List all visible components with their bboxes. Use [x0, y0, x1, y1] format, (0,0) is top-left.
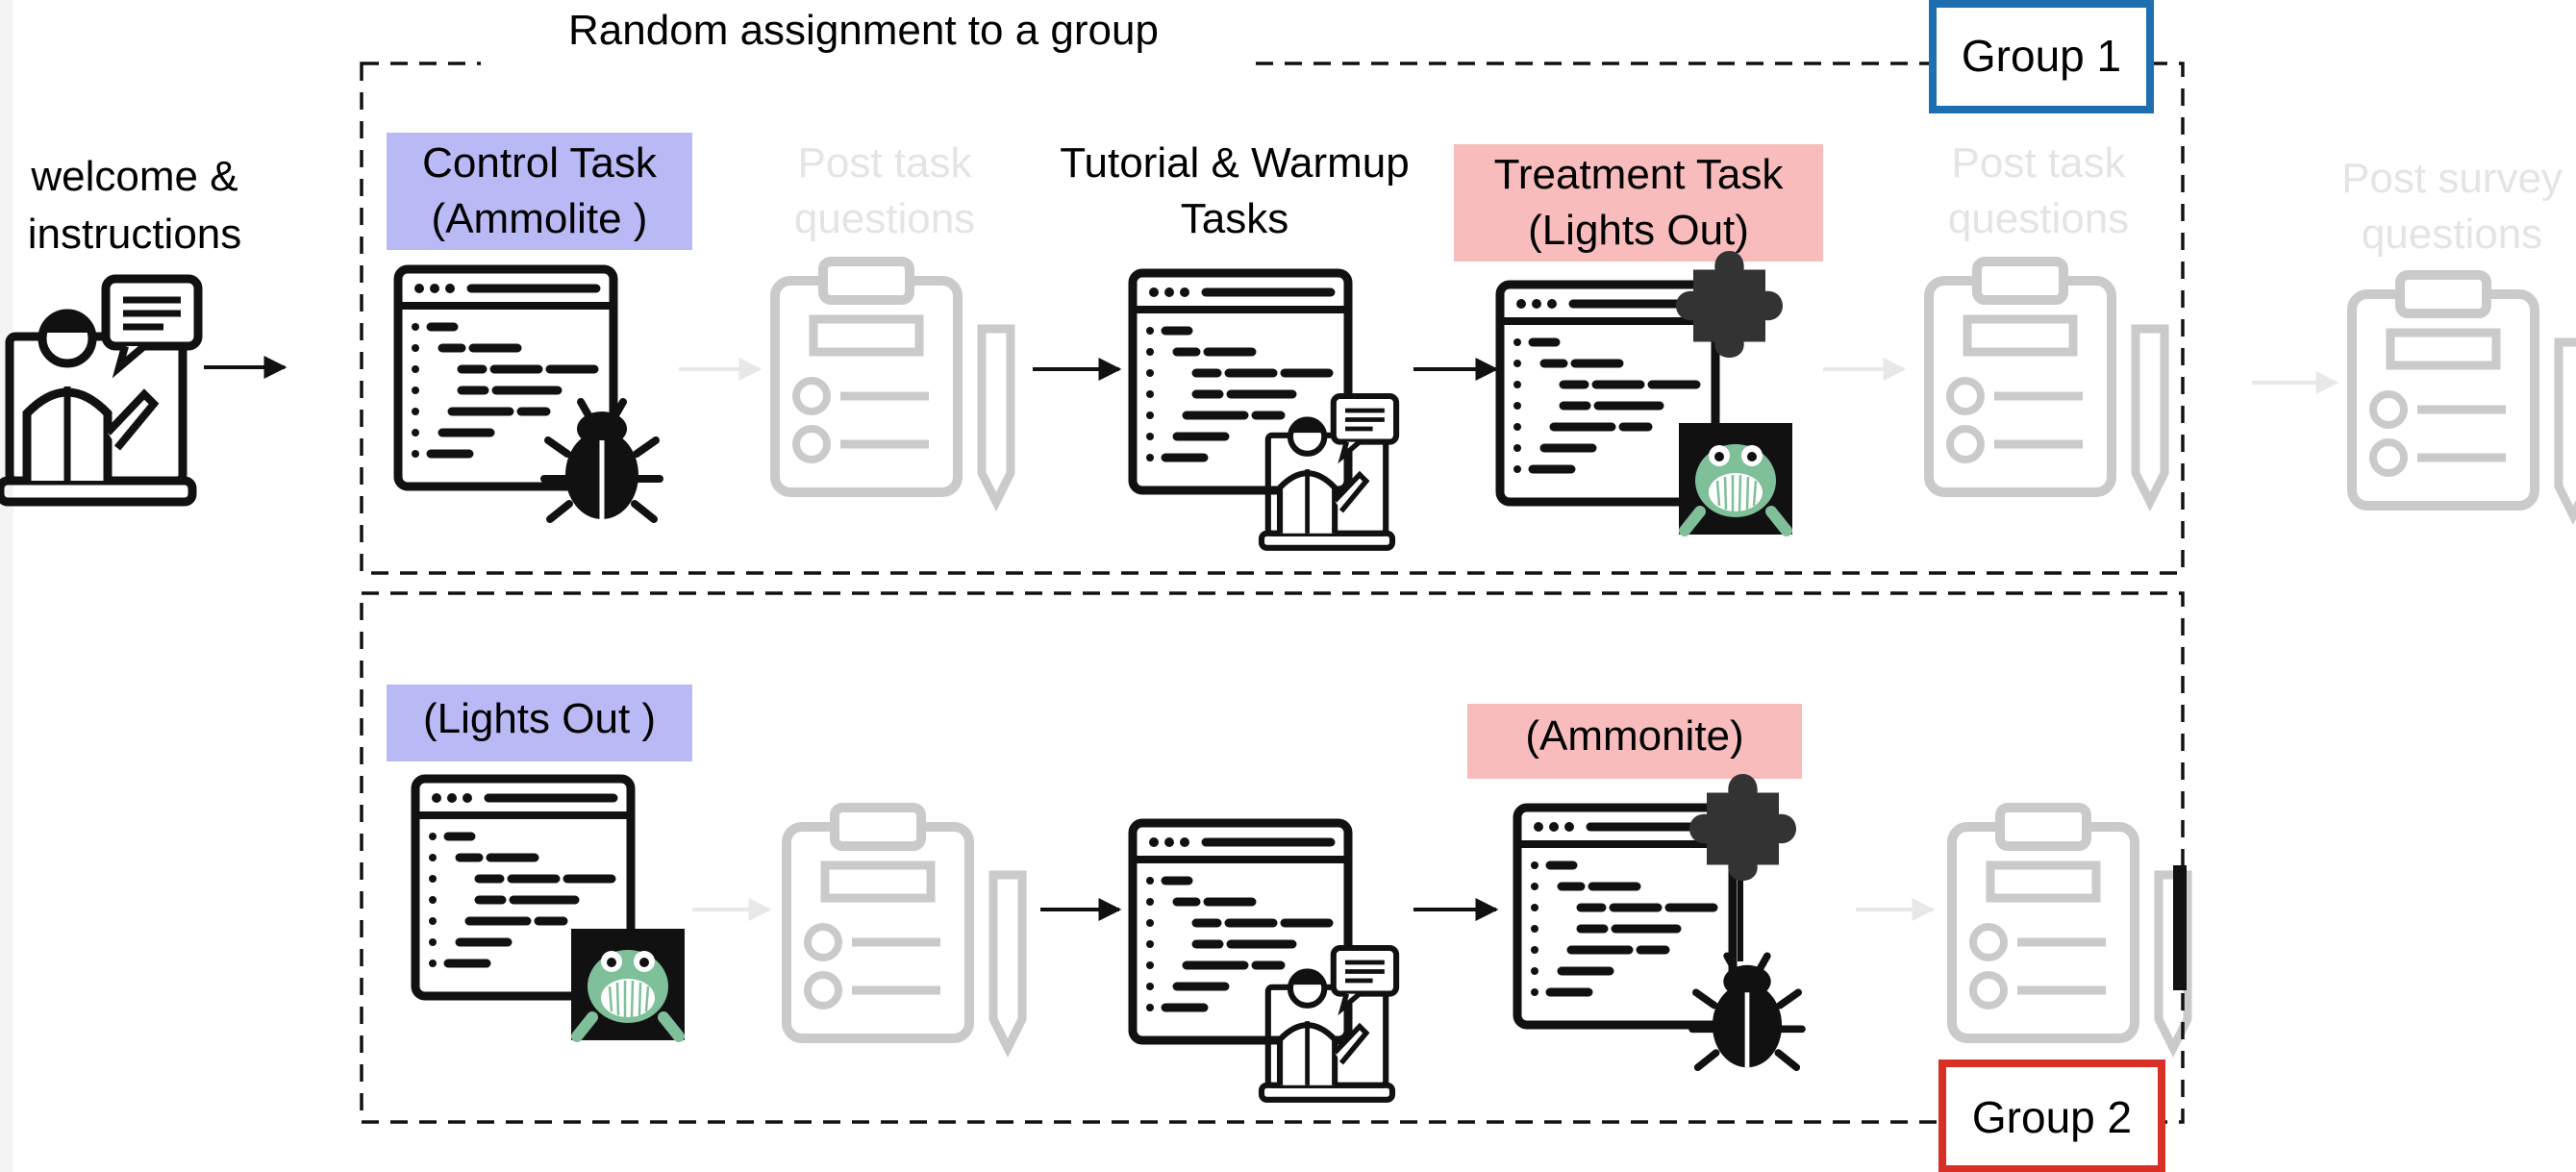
- g1-post-task-faded: Post task questions: [679, 139, 1011, 502]
- intro-label-line2: instructions: [28, 211, 242, 258]
- group1-dashed-box: [360, 62, 2185, 575]
- g1-treatment-label-line2: (Lights Out): [1528, 207, 1749, 254]
- clipboard-icon: [787, 808, 1022, 1048]
- g1-post-task-1-line2: questions: [794, 195, 975, 242]
- control-highlight: [387, 133, 692, 250]
- g2-post-task-2-faded: [1856, 808, 2188, 1048]
- g1-post-task-2-line1: Post task: [1952, 139, 2127, 187]
- clipboard-icon: [1929, 262, 2164, 502]
- g1-treatment-label-line1: Treatment Task: [1494, 151, 1785, 198]
- bug-icon: [544, 402, 660, 519]
- g1-control-label-line2: (Ammolite ): [432, 195, 648, 242]
- g2-control-label: (Lights Out ): [423, 695, 656, 742]
- clipboard-icon: [775, 262, 1011, 502]
- g1-tutorial-label-line2: Tasks: [1181, 195, 1288, 242]
- control-highlight: [387, 685, 692, 761]
- post-survey-faded: Post survey questions: [2252, 155, 2576, 515]
- group2-badge-label: Group 2: [1972, 1092, 2132, 1142]
- puzzle-piece-icon: [1689, 774, 1796, 881]
- diagram-title: Random assignment to a group: [568, 7, 1159, 54]
- g1-tutorial-label-line1: Tutorial & Warmup: [1060, 139, 1410, 187]
- monster-icon: [571, 929, 685, 1040]
- post-survey-line2: questions: [2362, 211, 2542, 258]
- g1-post-task-2-faded: Post task questions: [1823, 139, 2164, 502]
- treatment-highlight: [1467, 704, 1802, 779]
- code-window-icon: [1133, 273, 1348, 490]
- group1-badge: [1929, 0, 2154, 113]
- g2-post-task-faded: [692, 808, 1022, 1048]
- left-margin-strip: [0, 0, 13, 1172]
- g1-control-label-line1: Control Task: [422, 139, 658, 187]
- g2-treatment-label: (Ammonite): [1525, 712, 1743, 760]
- bug-icon: [1692, 956, 1802, 1067]
- monster-icon: [1679, 423, 1792, 535]
- clipboard-icon: [2352, 275, 2576, 515]
- presenter-laptop-icon: [0, 279, 198, 502]
- code-window-icon: [1133, 823, 1348, 1040]
- g1-post-task-1-line1: Post task: [798, 139, 973, 187]
- group2-badge: [1938, 1060, 2165, 1172]
- puzzle-piece-icon: [1676, 251, 1783, 358]
- post-survey-line1: Post survey: [2341, 155, 2563, 202]
- cropped-icon-edge: [2173, 865, 2187, 990]
- group2-dashed-box: [360, 591, 2185, 1124]
- presenter-laptop-icon: [1262, 948, 1396, 1100]
- clipboard-icon: [1952, 808, 2188, 1048]
- treatment-highlight: [1454, 144, 1823, 262]
- group1-badge-label: Group 1: [1962, 31, 2121, 81]
- g1-post-task-2-line2: questions: [1948, 195, 2129, 242]
- intro-label-line1: welcome &: [30, 153, 238, 200]
